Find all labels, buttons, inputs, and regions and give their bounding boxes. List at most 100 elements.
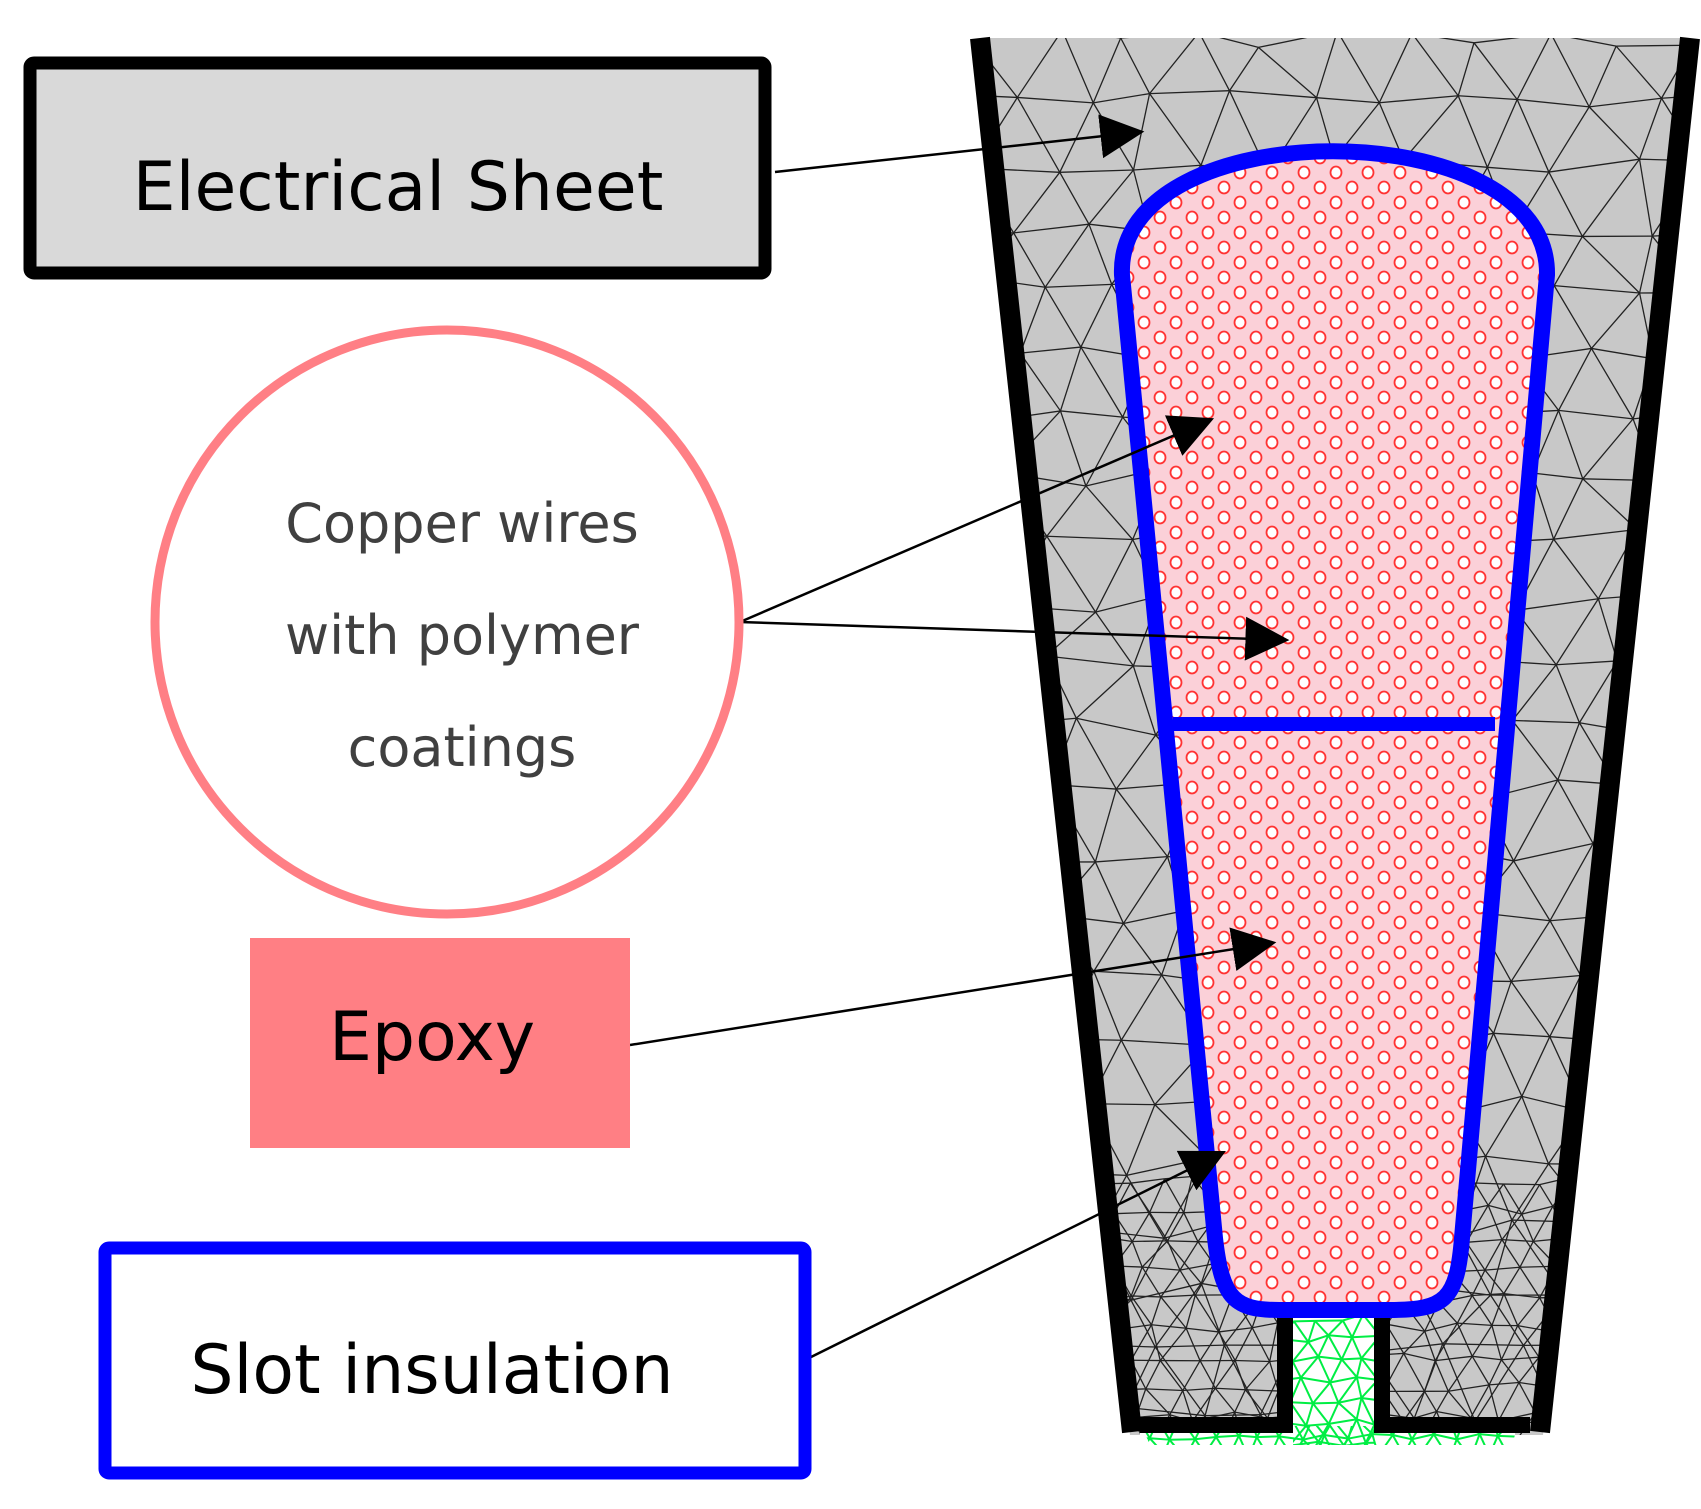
- mesh-edge: [1150, 1438, 1170, 1439]
- mesh-edge: [1285, 1466, 1302, 1467]
- electrical-sheet-text: Electrical Sheet: [133, 148, 664, 227]
- mesh-edge: [1527, 1437, 1547, 1438]
- mesh-edge: [1659, 736, 1697, 792]
- mesh-edge: [1563, 1295, 1580, 1345]
- mesh-edge: [1471, 1455, 1490, 1458]
- mesh-edge: [1631, 1292, 1652, 1355]
- mesh-edge: [1667, 792, 1697, 855]
- mesh-edge: [1420, 1454, 1449, 1459]
- mesh-edge: [1584, 1043, 1637, 1111]
- mesh-edge: [939, 909, 967, 982]
- mesh-edge: [896, 1344, 955, 1417]
- mesh-edge: [1062, 30, 1120, 38]
- mesh-edge: [1581, 1418, 1624, 1471]
- mesh-edge: [987, 473, 1003, 532]
- mesh-edge: [1014, 1351, 1048, 1415]
- mesh-edge: [1670, 1224, 1701, 1296]
- mesh-edge: [1616, 784, 1667, 855]
- mesh-edge: [1560, 1388, 1572, 1421]
- mesh-edge: [1006, 784, 1050, 862]
- mesh-edge: [1631, 1292, 1701, 1296]
- mesh-edge: [1516, 1441, 1554, 1447]
- mesh-edge: [1366, 1443, 1381, 1465]
- mesh-edge: [1121, 32, 1199, 38]
- mesh-edge: [1416, 1449, 1452, 1450]
- mesh-edge: [1098, 1357, 1116, 1390]
- mesh-edge: [954, 859, 1006, 862]
- mesh-edge: [1696, 484, 1701, 532]
- mesh-edge: [1697, 728, 1701, 792]
- mesh-edge: [955, 1344, 987, 1425]
- mesh-edge: [1656, 1107, 1701, 1166]
- mesh-edge: [1523, 1471, 1581, 1486]
- mesh-edge: [1626, 856, 1668, 915]
- mesh-edge: [1623, 1354, 1652, 1418]
- mesh-edge: [1560, 1385, 1589, 1388]
- mesh-edge: [1057, 1104, 1089, 1173]
- mesh-edge: [1046, 1231, 1096, 1286]
- mesh-edge: [908, 779, 978, 781]
- mesh-edge: [1048, 1407, 1126, 1415]
- mesh-edge: [1580, 1345, 1653, 1354]
- mesh-edge: [939, 359, 978, 422]
- mesh-edge: [1216, 1436, 1239, 1437]
- mesh-edge: [1656, 481, 1701, 485]
- mesh-edge: [897, 859, 954, 910]
- mesh-edge: [940, 531, 987, 612]
- mesh-edge: [1381, 1465, 1402, 1467]
- mesh-edge: [919, 1035, 984, 1038]
- mesh-edge: [954, 859, 967, 908]
- mesh-edge: [915, 1108, 939, 1156]
- copper-wires-line1: Copper wires: [285, 492, 638, 555]
- mesh-edge: [954, 781, 977, 859]
- mesh-edge: [1378, 1455, 1403, 1456]
- mesh-edge: [915, 1156, 969, 1176]
- mesh-edge: [973, 656, 1046, 660]
- mesh-edge: [1580, 1345, 1623, 1418]
- mesh-edge: [940, 1108, 970, 1175]
- mesh-edge: [1573, 1357, 1588, 1385]
- mesh-edge: [970, 1108, 1007, 1175]
- mesh-edge: [1616, 784, 1697, 792]
- mesh-edge: [1698, 293, 1701, 350]
- mesh-edge: [1577, 1272, 1592, 1297]
- mesh-edge: [987, 1351, 1014, 1425]
- mesh-edge: [1623, 1418, 1670, 1469]
- mesh-edge: [1018, 723, 1051, 784]
- mesh-edge: [955, 1344, 1014, 1351]
- mesh-edge: [1093, 1390, 1117, 1415]
- mesh-edge: [1012, 1482, 1092, 1486]
- mesh-edge: [1669, 967, 1701, 1037]
- mesh-edge: [1504, 1184, 1540, 1185]
- mesh-edge: [943, 723, 1017, 726]
- mesh-edge: [1358, 1455, 1378, 1456]
- mesh-edge: [1656, 1037, 1701, 1106]
- mesh-edge: [1006, 862, 1050, 914]
- mesh-edge: [984, 1035, 1006, 1108]
- mesh-edge: [987, 531, 1005, 606]
- mesh-edge: [1285, 1446, 1289, 1466]
- mesh-edge: [1637, 967, 1669, 1043]
- mesh-edge: [968, 909, 1051, 915]
- label-epoxy: Epoxy: [250, 938, 630, 1148]
- mesh-edge: [955, 1301, 990, 1344]
- mesh-edge: [1616, 1164, 1701, 1165]
- mesh-edge: [1014, 971, 1064, 1039]
- mesh-edge: [1273, 1445, 1285, 1466]
- mesh-edge: [987, 1425, 1012, 1486]
- mesh-edge: [908, 727, 944, 779]
- mesh-edge: [917, 417, 978, 423]
- mesh-edge: [1093, 1415, 1115, 1448]
- mesh-edge: [1026, 1223, 1046, 1286]
- mesh-edge: [990, 1301, 1014, 1352]
- mesh-edge: [1116, 1454, 1139, 1456]
- mesh-edge: [1531, 1438, 1547, 1458]
- mesh-edge: [1313, 1403, 1338, 1404]
- mesh-edge: [1626, 914, 1669, 967]
- mesh-edge: [969, 30, 1062, 36]
- mesh-edge: [919, 1038, 939, 1108]
- mesh-edge: [973, 606, 1005, 661]
- mesh-edge: [1659, 669, 1701, 737]
- mesh-edge: [978, 781, 1007, 862]
